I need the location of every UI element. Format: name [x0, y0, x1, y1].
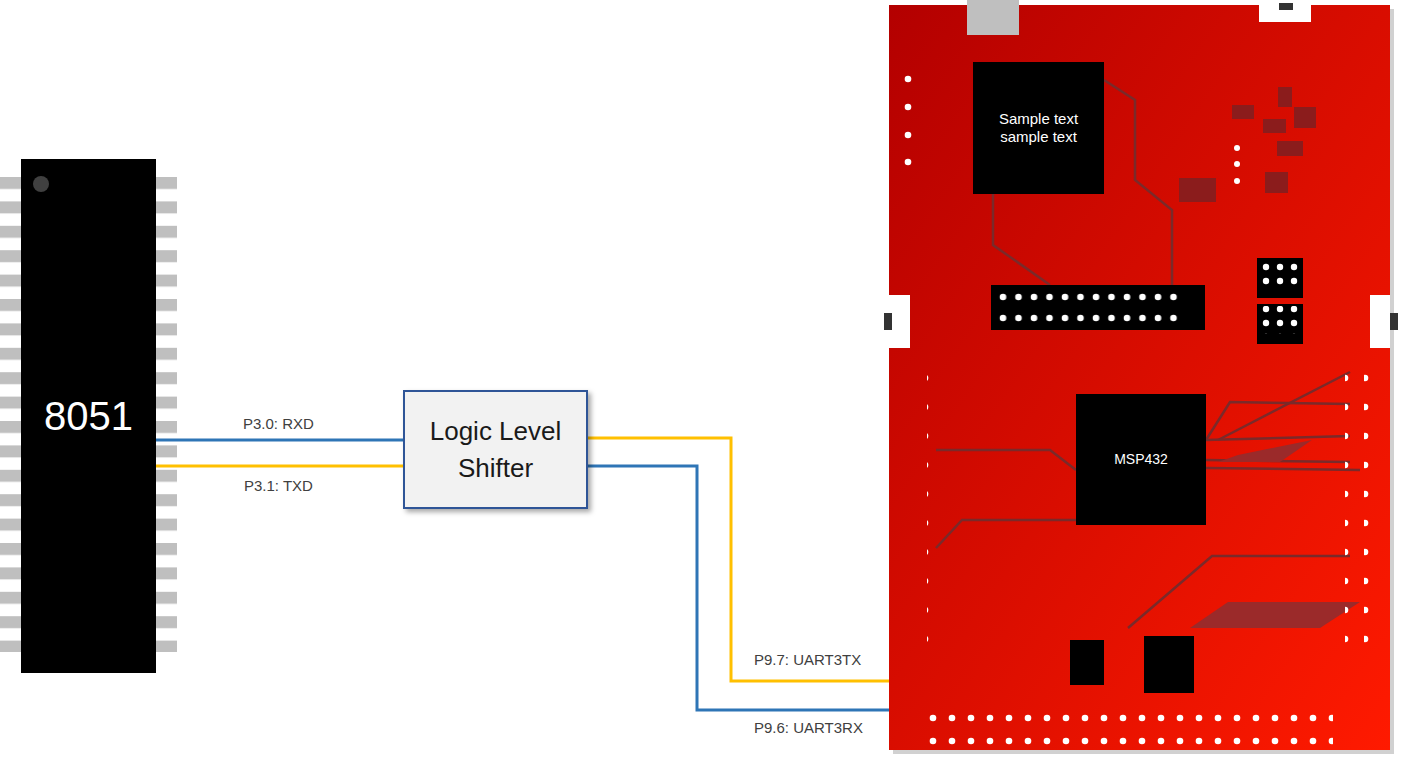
trace-pour — [1218, 440, 1312, 462]
rx-wire — [584, 466, 889, 710]
side-button — [884, 313, 892, 330]
chip-pins — [156, 177, 177, 652]
component — [1144, 636, 1194, 693]
trace-pour — [1190, 602, 1360, 628]
side-button — [1390, 313, 1398, 330]
chip-box: Sample text sample text — [973, 62, 1104, 194]
node-text: Logic Level Shifter — [415, 413, 576, 486]
mcu-chip: MSP432 — [1076, 394, 1206, 525]
button — [1279, 3, 1293, 10]
signal-label: P3.0: RXD — [241, 415, 316, 433]
component — [1070, 640, 1104, 685]
pin1-marker — [33, 176, 49, 192]
signal-wire — [156, 465, 403, 468]
pin-label: P9.7: UART3TX — [752, 651, 863, 669]
node-text: 8051 — [44, 392, 133, 440]
process-box: Logic Level Shifter — [403, 390, 588, 509]
launchpad-board — [889, 5, 1390, 750]
pin-header — [1257, 258, 1303, 298]
button — [1259, 0, 1311, 22]
node-text: Sample text sample text — [989, 110, 1089, 146]
signal-wire — [156, 439, 403, 442]
side-button — [1370, 295, 1390, 348]
pin-header — [1257, 304, 1303, 344]
usb-connector — [967, 0, 1019, 35]
tx-wire — [584, 438, 889, 681]
signal-label: P3.1: TXD — [242, 477, 315, 495]
node-text: MSP432 — [1114, 451, 1168, 468]
chip-pins — [0, 177, 21, 652]
side-button — [889, 295, 910, 348]
smd-parts — [1179, 87, 1316, 202]
mcu-chip: 8051 — [21, 159, 156, 673]
pin-label: P9.6: UART3RX — [752, 719, 865, 737]
